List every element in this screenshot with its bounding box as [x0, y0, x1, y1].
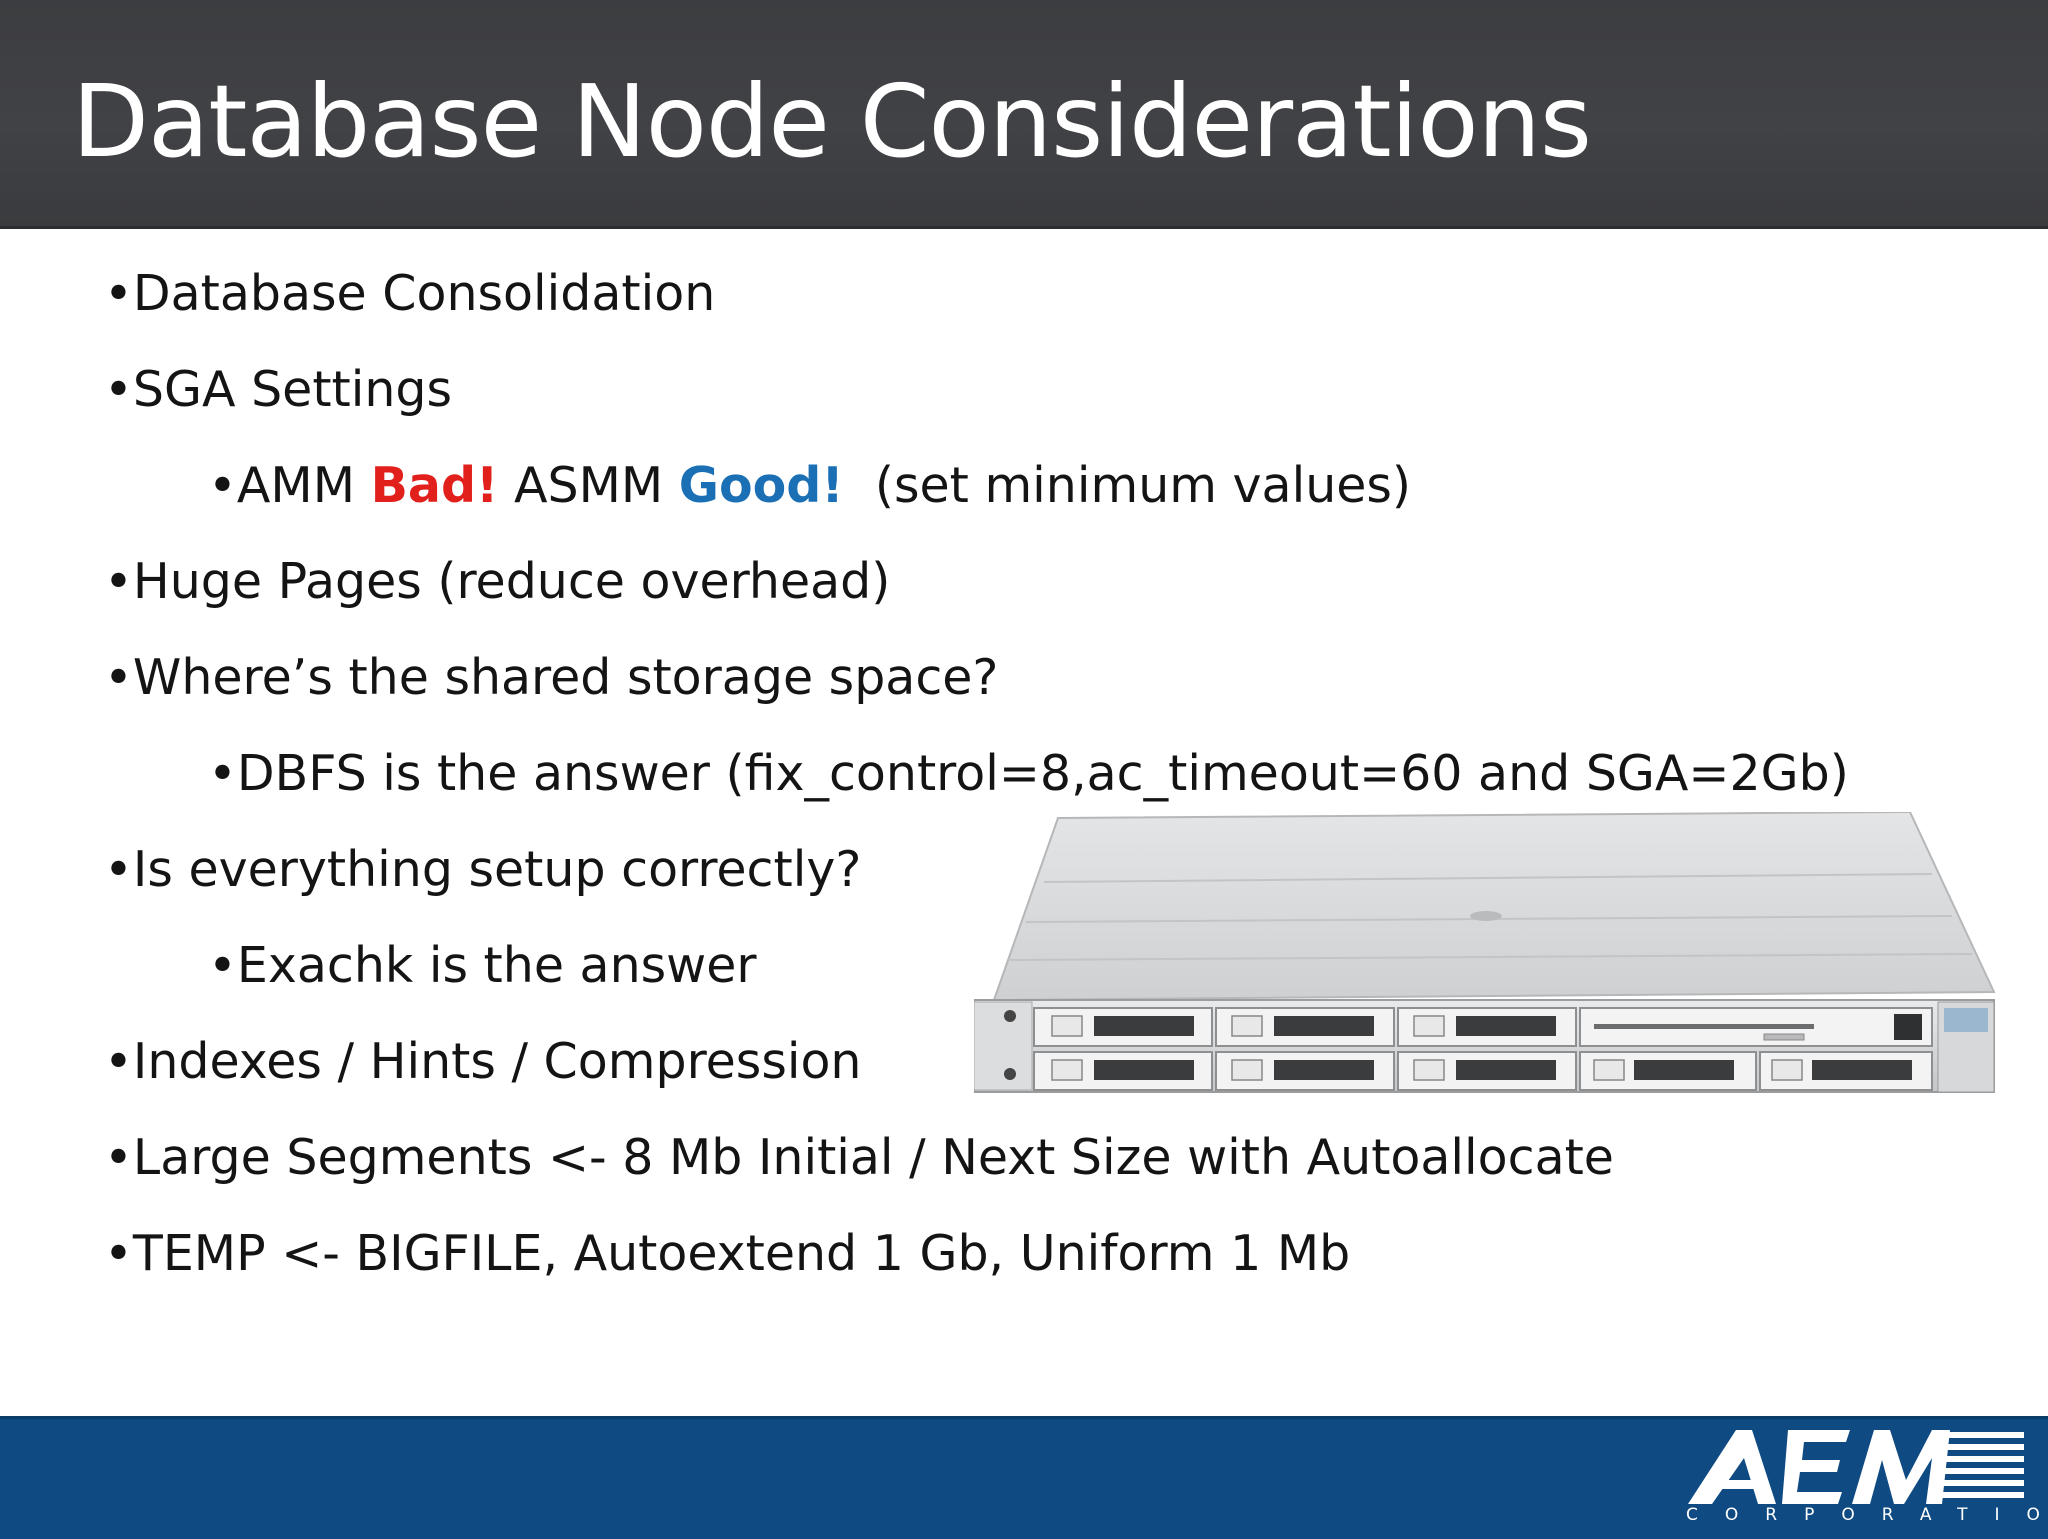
bullet-item: •Where’s the shared storage space?: [104, 649, 999, 706]
bullet-item: •SGA Settings: [104, 361, 453, 418]
bullet-item: •Exachk is the answer: [208, 937, 757, 994]
aem-logo-icon: [1688, 1430, 2024, 1504]
bullet-suffix: (set minimum values): [843, 457, 1412, 514]
logo-corporation-text: CORPORATION: [1686, 1505, 2048, 1525]
slide-title: Database Node Considerations: [72, 63, 1592, 180]
bullet-item: •Indexes / Hints / Compression: [104, 1033, 862, 1090]
good-label: Good!: [678, 457, 844, 514]
bullet-item: •TEMP <- BIGFILE, Autoextend 1 Gb, Unifo…: [104, 1225, 1351, 1282]
bullet-item: •Huge Pages (reduce overhead): [104, 553, 891, 610]
bullet-item: •Is everything setup correctly?: [104, 841, 862, 898]
bullet-item-amm: •AMM Bad! ASMM Good! (set minimum values…: [208, 456, 1411, 516]
bullet-list: •Database Consolidation •SGA Settings •A…: [104, 265, 1849, 1282]
bullet-item: •Database Consolidation: [104, 265, 716, 322]
title-bar: Database Node Considerations: [0, 0, 2048, 229]
bad-label: Bad!: [370, 457, 499, 514]
rack-server-image: [974, 812, 1996, 1093]
bullet-item: •Large Segments <- 8 Mb Initial / Next S…: [104, 1129, 1614, 1186]
bullet-item: •DBFS is the answer (fix_control=8,ac_ti…: [208, 745, 1849, 802]
bullet-prefix: •AMM: [208, 457, 371, 514]
bullet-mid: ASMM: [498, 457, 679, 514]
